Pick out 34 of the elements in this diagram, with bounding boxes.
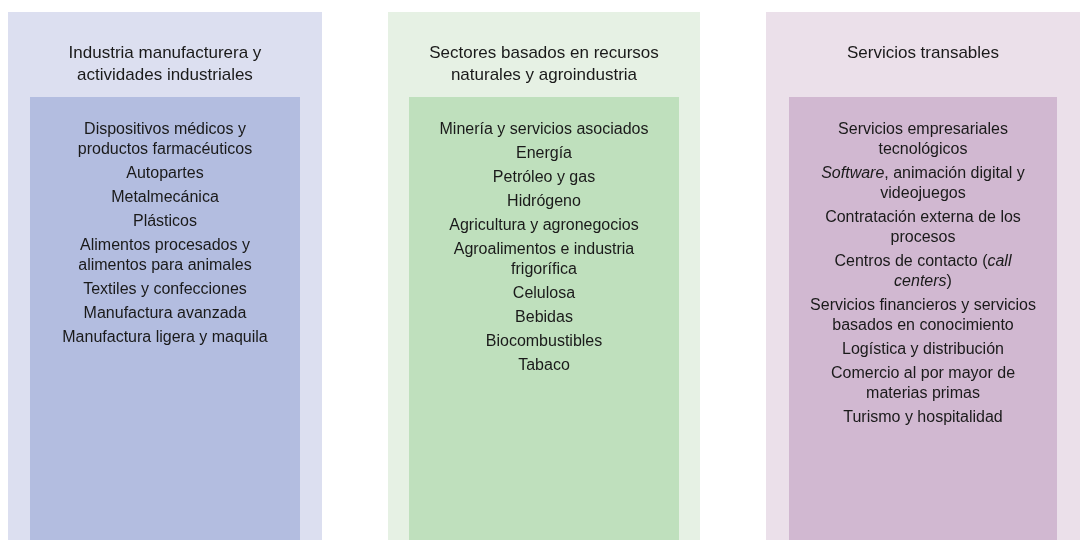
sector-name: Bebidas bbox=[514, 307, 574, 327]
sector-name: Comercio al por mayor de materias primas bbox=[829, 363, 1017, 403]
sector-name: Manufactura avanzada bbox=[82, 303, 248, 323]
sector-name: Energía bbox=[514, 143, 573, 163]
sector-name: Petróleo y gas bbox=[491, 167, 597, 187]
sector-name: Manufactura ligera y maquila bbox=[61, 327, 269, 347]
sector-name: Dispositivos médicos y productos farmacéuticos bbox=[76, 119, 254, 159]
sector-name: Autopartes bbox=[125, 163, 205, 183]
sector-name: Metalmecánica bbox=[110, 187, 220, 207]
column-heading: Sectores basados en recursos naturales y agroindustria bbox=[428, 42, 660, 86]
column-panel bbox=[388, 12, 700, 540]
sector-name: Logística y distribución bbox=[841, 339, 1005, 359]
sector-name: Turismo y hospitalidad bbox=[842, 407, 1004, 427]
sector-name: Agroalimentos e industria frigorífica bbox=[452, 239, 636, 279]
column-heading: Servicios transables bbox=[845, 42, 1001, 64]
sector-name: Textiles y confecciones bbox=[82, 279, 248, 299]
sector-name: Centros de contacto (call centers) bbox=[833, 251, 1013, 291]
sector-name: Servicios financieros y servicios basados en conocimiento bbox=[809, 295, 1037, 335]
sector-name: Tabaco bbox=[517, 355, 571, 375]
list-panel bbox=[30, 97, 300, 540]
column-heading: Industria manufacturera y actividades industriales bbox=[67, 42, 263, 86]
list-panel bbox=[789, 97, 1057, 540]
sector-name: Hidrógeno bbox=[506, 191, 582, 211]
list-panel bbox=[409, 97, 679, 540]
sector-name: Servicios empresariales tecnológicos bbox=[837, 119, 1009, 159]
sector-name: Agricultura y agronegocios bbox=[448, 215, 640, 235]
sector-name: Alimentos procesados y alimentos para animales bbox=[77, 235, 253, 275]
sector-name: Biocombustibles bbox=[484, 331, 604, 351]
sector-name: Celulosa bbox=[511, 283, 577, 303]
sector-name: Minería y servicios asociados bbox=[438, 119, 650, 139]
column-panel bbox=[8, 12, 322, 540]
column-panel bbox=[766, 12, 1080, 540]
sector-name: Software, animación digital y videojuegos bbox=[820, 163, 1026, 203]
sector-name: Plásticos bbox=[132, 211, 198, 231]
